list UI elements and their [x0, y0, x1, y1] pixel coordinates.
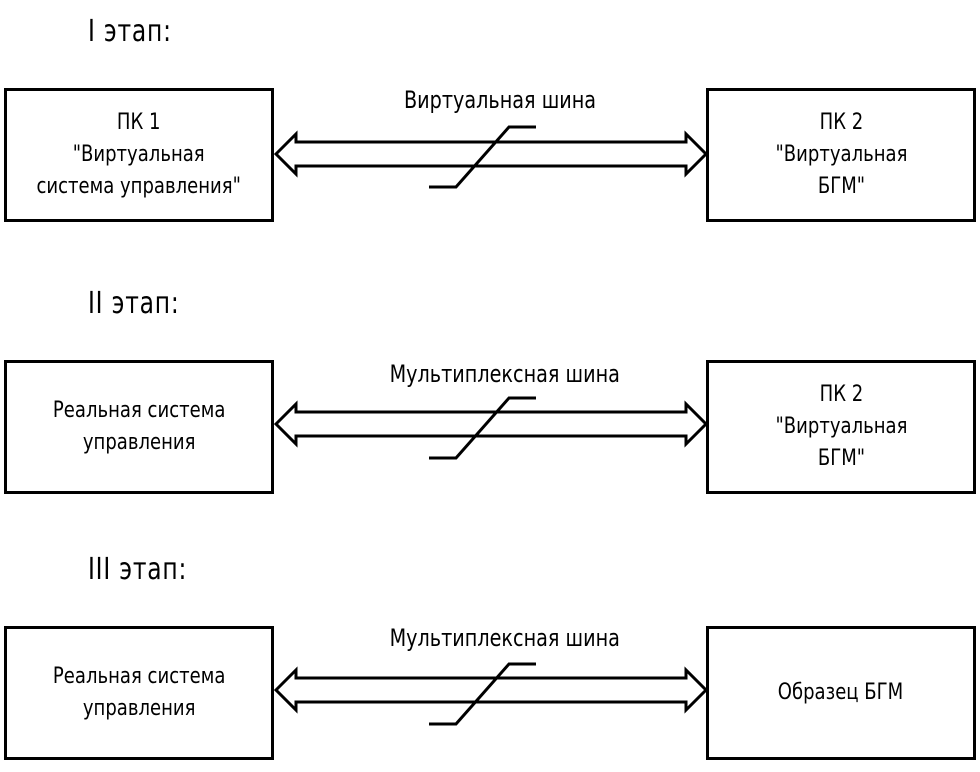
stage-2-right-box: ПК 2 "Виртуальная БГМ": [706, 360, 976, 494]
stage-3-right-box-text: Образец БГМ: [778, 680, 904, 705]
stage-3-bus-arrow: [273, 666, 709, 714]
stage-1-left-box: ПК 1 "Виртуальная система управления": [4, 88, 274, 222]
stage-2-left-box-text: Реальная система управления: [52, 398, 226, 455]
stage-2-title: II этап:: [88, 286, 180, 321]
stage-1-bus-label: Виртуальная шина: [404, 86, 597, 114]
stage-3-title: III этап:: [88, 552, 188, 587]
stage-2-bus-arrow: [273, 400, 709, 448]
stage-3-bus-label: Мультиплексная шина: [389, 624, 620, 652]
stage-3-right-box: Образец БГМ: [706, 626, 976, 760]
stage-1-right-box-text: ПК 2 "Виртуальная БГМ": [775, 110, 907, 199]
stage-3-left-box: Реальная система управления: [4, 626, 274, 760]
stage-3-left-box-text: Реальная система управления: [52, 664, 226, 721]
stage-2-bus-slash: [429, 396, 536, 460]
stage-1-right-box: ПК 2 "Виртуальная БГМ": [706, 88, 976, 222]
stage-2-left-box: Реальная система управления: [4, 360, 274, 494]
stage-1-bus-arrow: [273, 130, 709, 178]
stage-1-title: I этап:: [88, 14, 172, 49]
stage-2-right-box-text: ПК 2 "Виртуальная БГМ": [775, 382, 907, 471]
stage-3-bus-slash: [429, 662, 536, 726]
stage-1-bus-slash: [429, 125, 536, 189]
stage-2-bus-label: Мультиплексная шина: [389, 360, 620, 388]
stage-1-left-box-text: ПК 1 "Виртуальная система управления": [36, 110, 242, 199]
